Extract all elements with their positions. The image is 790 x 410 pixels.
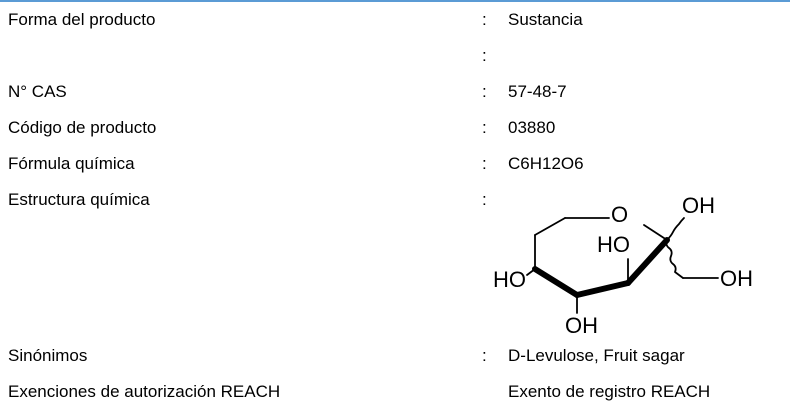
row-reach-exemptions: Exenciones de autorización REACH Exento … xyxy=(8,379,788,405)
value-reach-exemptions: Exento de registro REACH xyxy=(508,382,711,401)
label-chemical-structure: Estructura química xyxy=(8,190,150,209)
chemical-structure-diagram: O OH HO OH HO OH xyxy=(493,187,773,342)
label-product-code: Código de producto xyxy=(8,118,157,137)
row-product-code: Código de producto : 03880 xyxy=(8,115,788,141)
label-product-form: Forma del producto xyxy=(8,10,156,29)
bond-c4-c3-bold xyxy=(532,266,580,298)
colon: : xyxy=(482,118,487,137)
bond-c2-c1-bold xyxy=(625,237,670,286)
row-empty: : xyxy=(8,43,788,69)
colon: : xyxy=(482,82,487,101)
atom-oh-bottom: OH xyxy=(565,313,598,338)
wavy-bond-ch2 xyxy=(665,239,684,279)
bond-o-c2 xyxy=(643,224,668,241)
row-product-form: Forma del producto : Sustancia xyxy=(8,7,788,33)
bond-c3-c2bottom-bold xyxy=(574,280,631,298)
colon: : xyxy=(482,46,487,65)
atom-oh-top: OH xyxy=(682,193,715,218)
label-synonyms: Sinónimos xyxy=(8,346,88,365)
value-synonyms: D-Levulose, Fruit sagar xyxy=(508,346,685,365)
label-chemical-formula: Fórmula química xyxy=(8,154,135,173)
wavy-bond-oh xyxy=(666,217,685,241)
colon: : xyxy=(482,346,487,365)
section-divider-line xyxy=(0,0,790,2)
label-cas-number: N° CAS xyxy=(8,82,67,101)
value-chemical-formula: C6H12O6 xyxy=(508,154,584,173)
fructose-structure-svg: O OH HO OH HO OH xyxy=(493,193,753,338)
colon: : xyxy=(482,10,487,29)
atom-o-ring: O xyxy=(611,202,628,227)
row-chemical-structure: Estructura química : xyxy=(8,187,788,213)
row-cas-number: N° CAS : 57-48-7 xyxy=(8,79,788,105)
label-reach-exemptions: Exenciones de autorización REACH xyxy=(8,382,281,401)
bond-c5-ch2 xyxy=(534,217,566,236)
atom-ho-inner: HO xyxy=(597,232,630,257)
colon: : xyxy=(482,190,487,209)
row-synonyms: Sinónimos : D-Levulose, Fruit sagar xyxy=(8,343,788,369)
value-cas-number: 57-48-7 xyxy=(508,82,567,101)
row-chemical-formula: Fórmula química : C6H12O6 xyxy=(8,151,788,177)
value-product-code: 03880 xyxy=(508,118,556,137)
atom-ho-left: HO xyxy=(493,267,526,292)
atom-oh-right: OH xyxy=(720,266,753,291)
value-product-form: Sustancia xyxy=(508,10,583,29)
colon: : xyxy=(482,154,487,173)
